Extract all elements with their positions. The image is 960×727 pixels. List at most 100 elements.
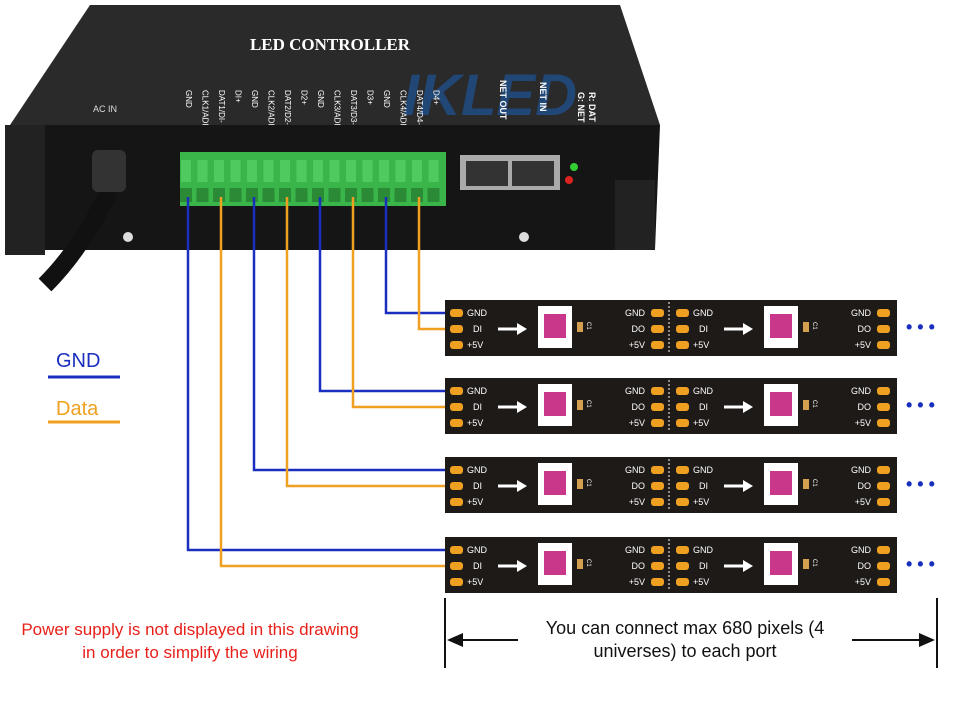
strip-do-label: DO: [858, 324, 872, 334]
strip-gnd-out-label: GND: [625, 308, 646, 318]
data-wire: [417, 197, 457, 331]
solder-pad: [651, 325, 664, 333]
solder-pad: [877, 419, 890, 427]
terminal-screw: [427, 188, 440, 202]
led-lens: [544, 551, 566, 575]
direction-arrowhead: [743, 401, 753, 413]
ac-cable: [38, 185, 119, 292]
continuation-dots: • • •: [906, 317, 935, 337]
strip-gnd-label: GND: [467, 308, 488, 318]
solder-pad: [877, 341, 890, 349]
terminal-screw: [411, 188, 423, 202]
terminal-label: DAT2/D2-: [283, 90, 292, 125]
strip-di-label: DI: [699, 481, 708, 491]
strip-do-label: DO: [632, 481, 646, 491]
capacitor-label: C1: [811, 559, 817, 567]
solder-pad: [676, 325, 689, 333]
terminal-label: GND: [250, 90, 259, 108]
capacitor-label: C1: [811, 479, 817, 487]
terminal-slot: [296, 160, 307, 182]
data-wire: [351, 197, 457, 409]
solder-pad: [676, 546, 689, 554]
solder-pad: [676, 466, 689, 474]
terminal-slot: [263, 160, 274, 182]
solder-pad: [450, 387, 463, 395]
data-wire: [219, 197, 457, 568]
terminal-screw: [180, 188, 192, 202]
solder-pad: [450, 325, 463, 333]
terminal-slot: [280, 160, 290, 182]
solder-pad: [651, 562, 664, 570]
solder-pad: [676, 341, 689, 349]
solder-pad: [877, 482, 890, 490]
led-lens: [544, 471, 566, 495]
solder-pad: [450, 341, 463, 349]
strip-vcc-out-label: +5V: [855, 340, 871, 350]
terminal-slot: [329, 160, 340, 182]
strip-vcc-label: +5V: [693, 418, 709, 428]
controller-title: LED CONTROLLER: [250, 35, 411, 54]
terminal-screw: [378, 188, 390, 202]
legend-gnd-label: GND: [56, 350, 101, 372]
solder-pad: [450, 482, 463, 490]
strip-vcc-out-label: +5V: [855, 577, 871, 587]
direction-arrowhead: [743, 480, 753, 492]
terminal-slot: [247, 160, 257, 182]
continuation-dots: • • •: [906, 395, 935, 415]
red-led-indicator: [565, 176, 573, 184]
arrow-left: [447, 633, 463, 647]
led-lens: [544, 314, 566, 338]
strip-gnd-label: GND: [693, 545, 714, 555]
strip-do-label: DO: [632, 324, 646, 334]
strip-gnd-label: GND: [693, 465, 714, 475]
strip-gnd-out-label: GND: [851, 386, 872, 396]
solder-pad: [450, 498, 463, 506]
strip-gnd-label: GND: [693, 308, 714, 318]
green-led-indicator: [570, 163, 578, 171]
terminal-screw: [345, 188, 357, 202]
net-out-label: NET OUT: [498, 80, 508, 120]
strip-vcc-label: +5V: [693, 340, 709, 350]
watermark-logo: IKLED: [403, 63, 577, 128]
capacitor-label: C1: [585, 559, 591, 567]
net-out-port[interactable]: [466, 161, 508, 186]
capacitor: [577, 400, 583, 410]
strip-do-label: DO: [858, 402, 872, 412]
controller-bracket-left: [5, 125, 45, 255]
solder-pad: [676, 578, 689, 586]
capacitor: [577, 559, 583, 569]
capacitor: [803, 322, 809, 332]
solder-pad: [651, 419, 664, 427]
terminal-screw: [213, 188, 225, 202]
strip-gnd-label: GND: [467, 545, 488, 555]
mount-hole-right: [519, 232, 529, 242]
capacitor-label: C1: [585, 479, 591, 487]
solder-pad: [676, 309, 689, 317]
solder-pad: [877, 325, 890, 333]
strip-gnd-out-label: GND: [851, 308, 872, 318]
strip-di-label: DI: [473, 402, 482, 412]
capacitor-label: C1: [585, 400, 591, 408]
net-in-label: NET IN: [538, 82, 548, 112]
solder-pad: [676, 403, 689, 411]
terminal-screw: [196, 188, 209, 202]
solder-pad: [676, 482, 689, 490]
strip-gnd-label: GND: [693, 386, 714, 396]
terminal-label: GND: [184, 90, 193, 108]
solder-pad: [651, 403, 664, 411]
terminal-label: D4+: [432, 90, 441, 105]
net-in-port[interactable]: [512, 161, 554, 186]
terminal-slot: [214, 160, 224, 182]
ac-in-label: AC IN: [93, 104, 117, 114]
led-lens: [770, 314, 792, 338]
solder-pad: [450, 309, 463, 317]
strip-do-label: DO: [632, 561, 646, 571]
solder-pad: [651, 482, 664, 490]
terminal-screw: [394, 188, 407, 202]
capacitor: [577, 479, 583, 489]
solder-pad: [651, 498, 664, 506]
terminal-slot: [313, 160, 323, 182]
led-lens: [544, 392, 566, 416]
